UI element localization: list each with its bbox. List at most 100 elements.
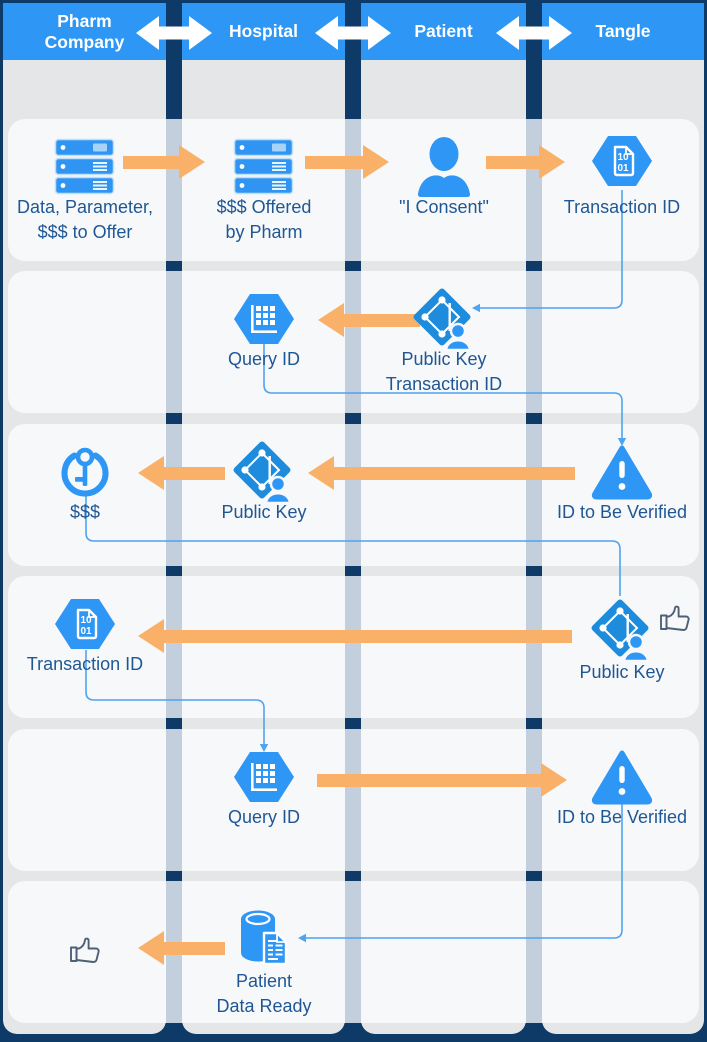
node-label-offered: $$$ Offered by Pharm [164,195,364,244]
flow-arrowhead-icon [318,303,344,337]
row-5 [8,881,699,1023]
flow-arrow-shaft-6 [162,629,572,643]
diamond-id-icon [589,597,655,663]
lane-separator-stripe [345,119,361,261]
row-2 [8,424,699,566]
node-label-line: Public Key [221,502,307,522]
node-label-public-key: Public Key [522,660,707,685]
lane-separator-stripe [166,729,182,871]
node-label-line: Public Key [401,349,487,369]
lane-separator-stripe [166,424,182,566]
node-label-line: $$$ Offered [216,197,312,217]
flow-arrowhead-icon [541,763,567,797]
row-3 [8,576,699,718]
node-label-line: Data, Parameter, [16,197,154,217]
node-label-data-parameter: Data, Parameter, $$$ to Offer [0,195,185,244]
diamond-id-icon [411,286,477,352]
flow-arrow-shaft-2 [486,155,541,169]
node-label-line: Data Ready [216,995,312,1016]
header-lane-title-line: Patient [414,21,473,41]
node-label-transaction-id: Transaction ID [522,195,707,220]
header-lane-title: Tangle [595,21,650,42]
flow-arrowhead-icon [539,145,565,179]
flow-arrow-shaft-7 [317,773,543,787]
lane-separator-stripe [166,271,182,413]
lane-separator-stripe [345,576,361,718]
header-lane-title: Patient [414,21,472,42]
diamond-id-icon [231,439,297,505]
flow-arrow-shaft-3 [342,313,420,327]
lane-separator-stripe [526,119,542,261]
node-label-transaction-id: Transaction ID [0,652,185,677]
flow-arrowhead-icon [363,145,389,179]
node-label-line: by Pharm [225,221,303,242]
node-label-public-key: Public Key [164,500,364,525]
connector-line [263,344,623,438]
header-lane-title-line: Tangle [595,21,651,41]
node-label-line: ID to Be Verified [556,807,688,827]
node-label-line: Transaction ID [563,197,681,217]
flow-arrowhead-icon [138,619,164,653]
connector-arrowhead-icon [259,744,269,752]
hex-doc-icon: 10 01 [592,133,652,189]
lane-separator-stripe [526,576,542,718]
flow-arrow-shaft-4 [162,466,225,480]
node-label-line: Query ID [227,807,301,827]
node-label-id-to-be-verified: ID to Be Verified [522,805,707,830]
warning-triangle-icon [591,749,653,805]
node-label-line: $$$ to Offer [37,221,133,242]
flow-arrowhead-icon [138,931,164,965]
connector-arrowhead-icon [472,303,480,313]
lane-separator-stripe [345,271,361,413]
connector-line [85,650,265,744]
flow-arrowhead-icon [138,456,164,490]
header-lane-title-line: Hospital [228,21,299,41]
lane-separator-stripe [526,729,542,871]
hex-grid-icon [234,750,294,804]
node-label-i-consent: "I Consent" [344,195,544,220]
connector-arrowhead-icon [298,933,306,943]
flow-arrow-shaft-1 [305,155,365,169]
node-label-id-to-be-verified: ID to Be Verified [522,500,707,525]
connector-line [306,800,623,939]
servers-icon [54,138,116,196]
db-doc-icon [236,907,292,969]
node-label-line: Transaction ID [26,654,144,674]
node-label-line: Query ID [227,349,301,369]
flow-arrow-shaft-5 [332,466,575,480]
warning-triangle-icon [591,444,653,500]
node-label-line: Patient [235,971,293,991]
node-label-query-id: Query ID [164,805,364,830]
row-4 [8,729,699,871]
double-arrow-icon [136,14,212,57]
node-label-query-id: Query ID [164,347,364,372]
lane-separator-stripe [166,576,182,718]
svg-text:01: 01 [617,163,629,174]
lane-separator-stripe [345,881,361,1023]
node-label-: $$$ [0,500,185,525]
thumb-up-icon [67,933,103,967]
svg-text:10: 10 [80,615,92,626]
svg-text:01: 01 [80,626,92,637]
lane-separator-stripe [345,424,361,566]
flow-arrowhead-icon [179,145,205,179]
key-circle-icon [56,442,114,502]
header-lane-title-line: Pharm [57,10,112,31]
thumb-up-icon [657,601,693,635]
node-label-line: $$$ [69,502,101,522]
person-icon [415,136,473,198]
header-lane-title-line: Company [44,31,125,52]
flow-arrowhead-icon [308,456,334,490]
lane-separator-stripe [526,271,542,413]
hex-grid-icon [234,292,294,346]
node-label-line: "I Consent" [399,197,489,217]
node-label-line: Transaction ID [385,373,503,394]
hex-doc-icon: 10 01 [55,596,115,652]
svg-text:10: 10 [617,152,629,163]
double-arrow-icon [315,14,391,57]
